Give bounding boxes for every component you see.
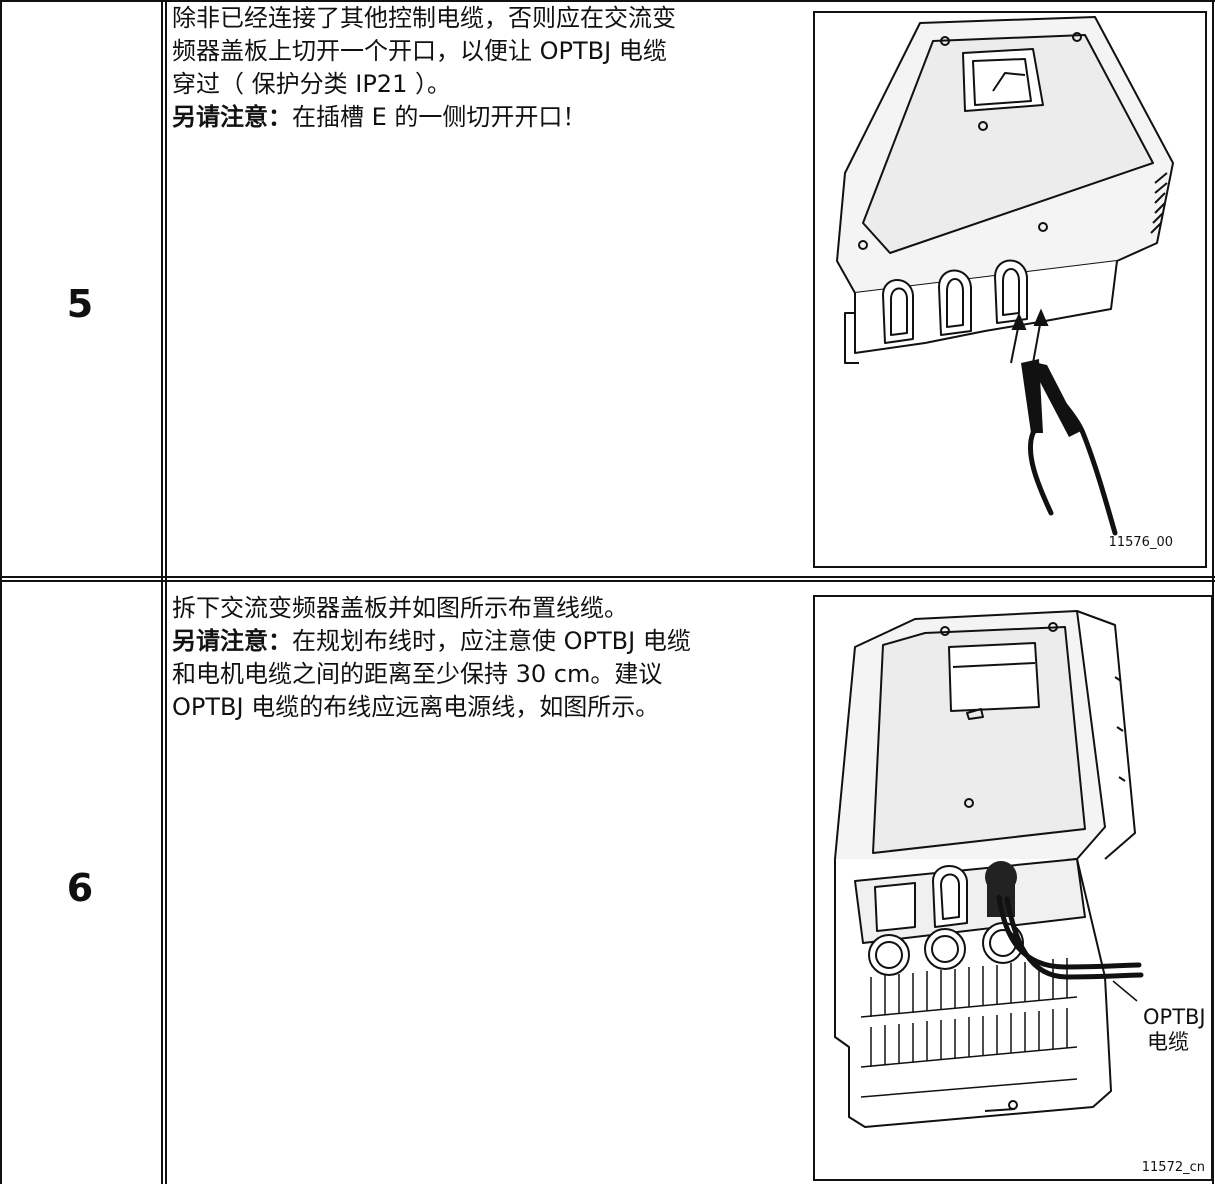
text-line: 拆下交流变频器盖板并如图所示布置线缆。 bbox=[172, 594, 628, 622]
table-top-border bbox=[0, 0, 1215, 2]
drive-open-illustration bbox=[834, 610, 1144, 1128]
text-line: 穿过（ 保护分类 IP21 ）。 bbox=[172, 70, 451, 98]
note-text: 在规划布线时，应注意使 OPTBJ 电缆 bbox=[292, 627, 691, 655]
callout-label: OPTBJ 电缆 bbox=[1143, 1005, 1206, 1055]
figure-cable-opening: 11576_00 bbox=[813, 11, 1207, 568]
text-line: 和电机电缆之间的距离至少保持 30 cm。建议 bbox=[172, 660, 663, 688]
figure-cable-routing: OPTBJ 电缆 11572_cn bbox=[813, 595, 1213, 1181]
step-number: 6 bbox=[66, 866, 94, 910]
row-divider-2 bbox=[0, 580, 1215, 582]
row-divider bbox=[0, 576, 1215, 578]
column-divider bbox=[161, 0, 163, 1184]
left-border bbox=[0, 0, 2, 1184]
callout-line: 电缆 bbox=[1147, 1030, 1189, 1054]
figure-id-label: 11576_00 bbox=[1108, 535, 1173, 550]
callout-line: OPTBJ bbox=[1143, 1005, 1206, 1029]
figure-id-label: 11572_cn bbox=[1141, 1160, 1205, 1175]
text-line: 除非已经连接了其他控制电缆，否则应在交流变 bbox=[172, 4, 676, 32]
right-border bbox=[1212, 0, 1214, 1184]
step-number: 5 bbox=[66, 282, 94, 326]
note-label: 另请注意： bbox=[172, 103, 292, 131]
drive-cover-illustration bbox=[836, 16, 1174, 536]
note-label: 另请注意： bbox=[172, 627, 292, 655]
text-line: 频器盖板上切开一个开口，以便让 OPTBJ 电缆 bbox=[172, 37, 667, 65]
text-line: OPTBJ 电缆的布线应远离电源线，如图所示。 bbox=[172, 693, 660, 721]
step-6-text: 拆下交流变频器盖板并如图所示布置线缆。 另请注意：在规划布线时，应注意使 OPT… bbox=[172, 592, 812, 724]
note-line: 另请注意：在插槽 E 的一侧切开开口！ bbox=[172, 101, 812, 134]
note-text: 在插槽 E 的一侧切开开口！ bbox=[292, 103, 587, 131]
step-5-text: 除非已经连接了其他控制电缆，否则应在交流变 频器盖板上切开一个开口，以便让 OP… bbox=[172, 2, 812, 134]
column-divider-2 bbox=[165, 0, 167, 1184]
note-line: 另请注意：在规划布线时，应注意使 OPTBJ 电缆 bbox=[172, 625, 812, 658]
